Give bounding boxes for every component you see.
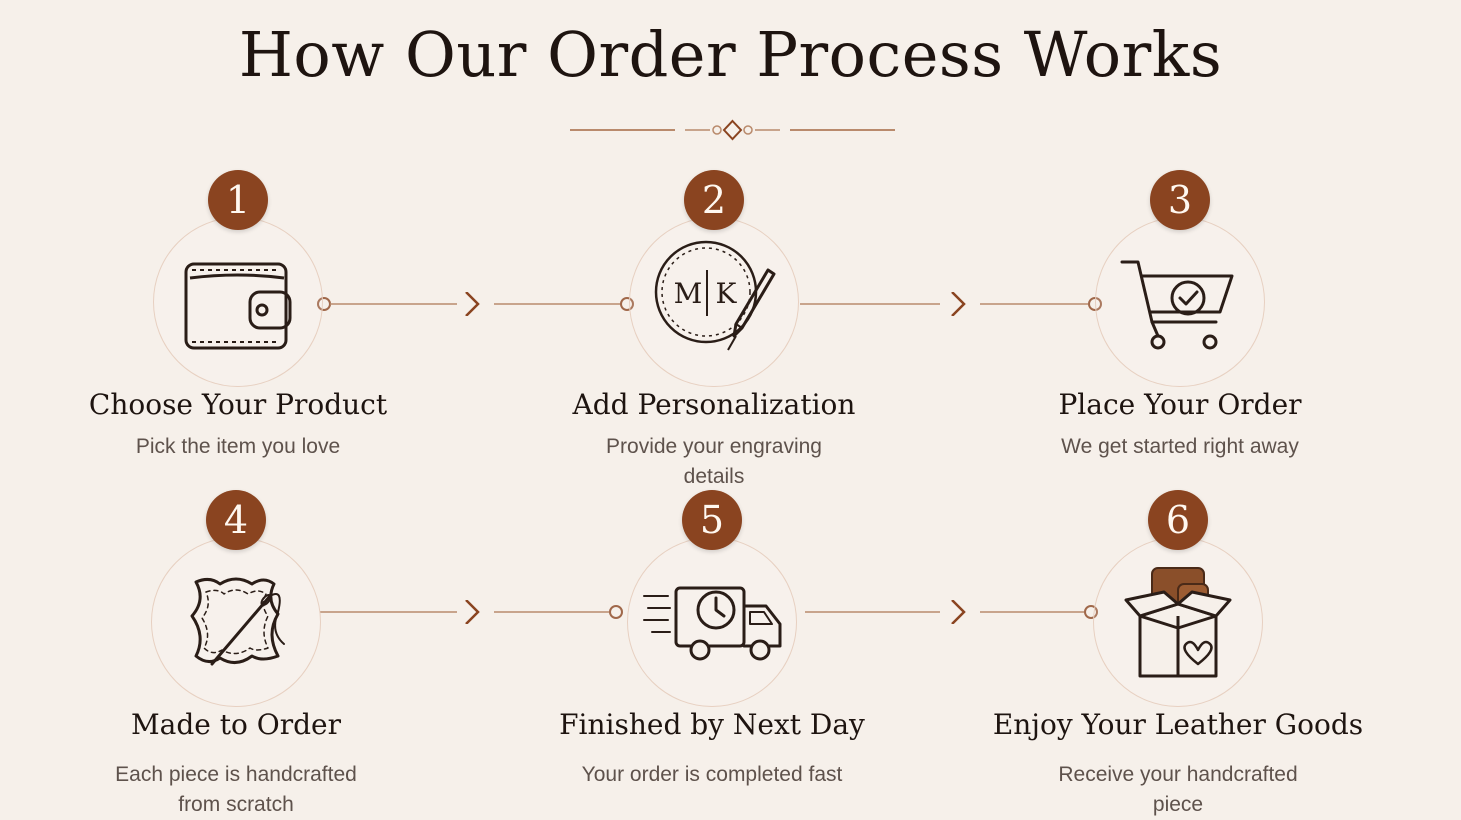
step-number-badge: 6: [1148, 490, 1208, 550]
page-title: How Our Order Process Works: [238, 18, 1223, 91]
step-title: Choose Your Product: [88, 388, 388, 421]
leather-needle-icon: [190, 577, 285, 666]
monogram-letter: K: [716, 277, 738, 310]
step-place-order: 3 Place Your Order We get started right …: [970, 170, 1390, 470]
ornament-divider: [570, 119, 895, 141]
step-description: Receive your handcrafted piece: [1058, 763, 1298, 816]
step-description: Each piece is handcrafted from scratch: [115, 763, 357, 816]
step-title: Place Your Order: [1058, 388, 1302, 421]
step-number-badge: 3: [1150, 170, 1210, 230]
step-description: Provide your engraving details: [606, 435, 822, 488]
step-title: Made to Order: [131, 708, 341, 741]
step-add-personalization: M K 2 Add Personalization Provide your e…: [504, 170, 924, 488]
step-description: Your order is completed fast: [581, 763, 843, 786]
step-choose-product: 1 Choose Your Product Pick the item you …: [28, 170, 448, 470]
wallet-icon: [184, 262, 292, 350]
monogram-letter: M: [674, 277, 703, 310]
step-title: Finished by Next Day: [559, 708, 865, 741]
step-title: Add Personalization: [572, 388, 856, 421]
step-number-badge: 2: [684, 170, 744, 230]
step-number-badge: 4: [206, 490, 266, 550]
step-enjoy-leather-goods: 6 Enjoy Your Leather Goods Receive your …: [968, 490, 1388, 816]
cart-check-icon: [1120, 260, 1234, 350]
step-number-badge: 1: [208, 170, 268, 230]
step-ring: [151, 537, 321, 707]
connector-arrow: [320, 600, 623, 624]
delivery-truck-icon: [643, 586, 782, 661]
monogram-pen-icon: M K: [654, 240, 776, 351]
step-ring: [153, 217, 323, 387]
step-ring: [627, 537, 797, 707]
step-ring: [1095, 217, 1265, 387]
step-number-badge: 5: [682, 490, 742, 550]
step-description: We get started right away: [1061, 435, 1299, 458]
gift-box-icon: [1124, 567, 1232, 678]
step-description: Pick the item you love: [135, 435, 341, 458]
step-finished-next-day: 5 Finished by Next Day Your order is com…: [502, 490, 922, 790]
step-title: Enjoy Your Leather Goods: [992, 708, 1364, 741]
step-made-to-order: 4 Made to Order Each piece is handcrafte…: [26, 490, 446, 816]
